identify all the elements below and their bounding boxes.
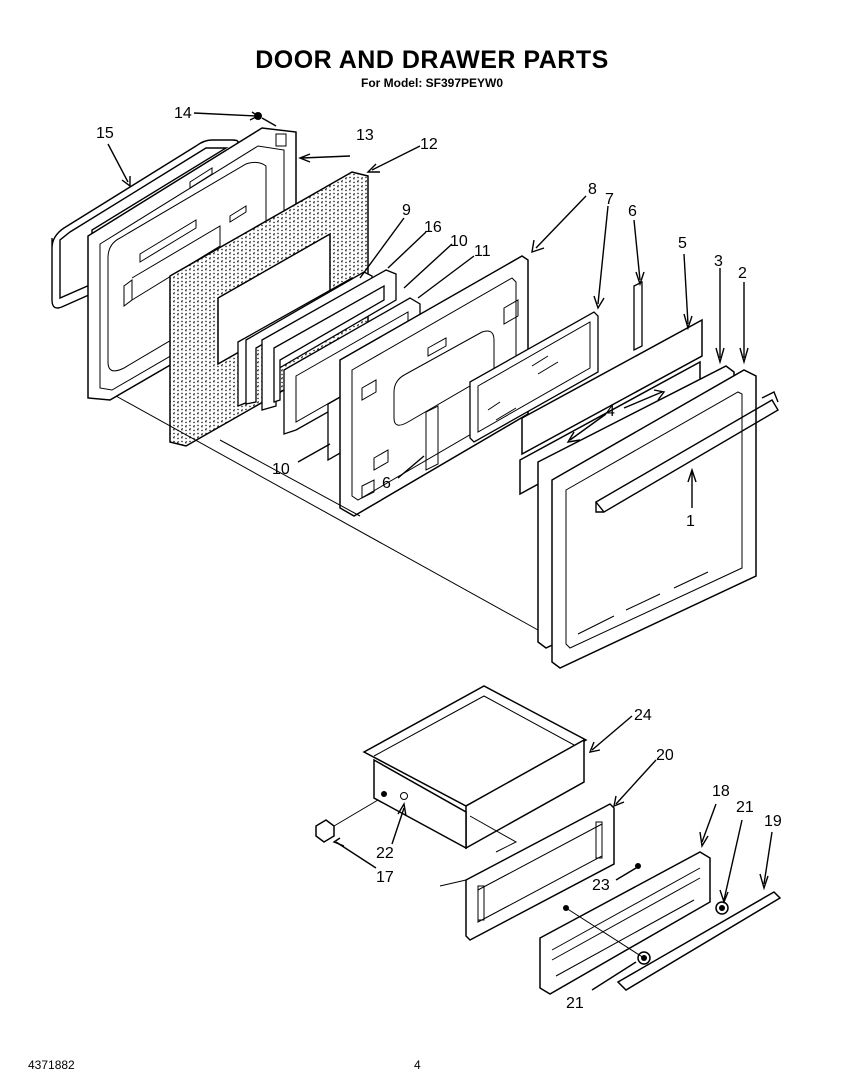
callout-21-bottom: 21 — [566, 995, 584, 1012]
callout-10-bottom: 10 — [272, 461, 290, 478]
callout-22: 22 — [376, 845, 394, 862]
callout-13: 13 — [356, 127, 374, 144]
callout-14: 14 — [174, 105, 192, 122]
callout-4: 4 — [606, 403, 615, 420]
callout-7: 7 — [605, 191, 614, 208]
callout-1: 1 — [686, 513, 695, 530]
callout-18: 18 — [712, 783, 730, 800]
callout-15: 15 — [96, 125, 114, 142]
door-gasket — [51, 139, 239, 309]
drawer-trim — [616, 891, 782, 991]
callout-17: 17 — [376, 869, 394, 886]
callout-23: 23 — [592, 877, 610, 894]
drawer-front — [539, 851, 711, 995]
callout-5: 5 — [678, 235, 687, 252]
callout-12: 12 — [420, 136, 438, 153]
door-frame — [551, 369, 757, 669]
callout-24: 24 — [634, 707, 652, 724]
alignment-line — [115, 395, 539, 631]
drawer-screws — [563, 863, 729, 965]
callout-19: 19 — [764, 813, 782, 830]
glass-pack — [237, 269, 397, 411]
callout-8: 8 — [588, 181, 597, 198]
door-handle — [594, 391, 779, 513]
drawer-body — [362, 685, 588, 853]
callout-11: 11 — [474, 243, 491, 260]
model-subtitle: For Model: SF397PEYW0 — [360, 76, 504, 90]
callout-6-top: 6 — [628, 203, 637, 220]
page-title: DOOR AND DRAWER PARTS — [255, 46, 609, 74]
callout-21-top: 21 — [736, 799, 754, 816]
outer-glass — [469, 311, 599, 443]
callout-labels: 14 15 13 12 8 7 6 9 16 10 11 5 3 2 4 1 1… — [96, 105, 782, 1012]
document-number: 4371882 — [28, 1058, 75, 1072]
door-brackets — [633, 280, 643, 352]
door-screw — [254, 112, 277, 127]
callout-9: 9 — [402, 202, 411, 219]
callout-3: 3 — [714, 253, 723, 270]
callout-2: 2 — [738, 265, 747, 282]
callout-6-bottom: 6 — [382, 475, 391, 492]
drawer-clip — [315, 799, 379, 843]
page-number: 4 — [414, 1058, 421, 1072]
alignment-line — [219, 439, 361, 517]
callout-20: 20 — [656, 747, 674, 764]
leader-lines — [107, 111, 773, 991]
inner-door-panel — [339, 255, 529, 517]
callout-16: 16 — [424, 219, 442, 236]
callout-10-top: 10 — [450, 233, 468, 250]
drawer-front-liner — [439, 803, 615, 941]
